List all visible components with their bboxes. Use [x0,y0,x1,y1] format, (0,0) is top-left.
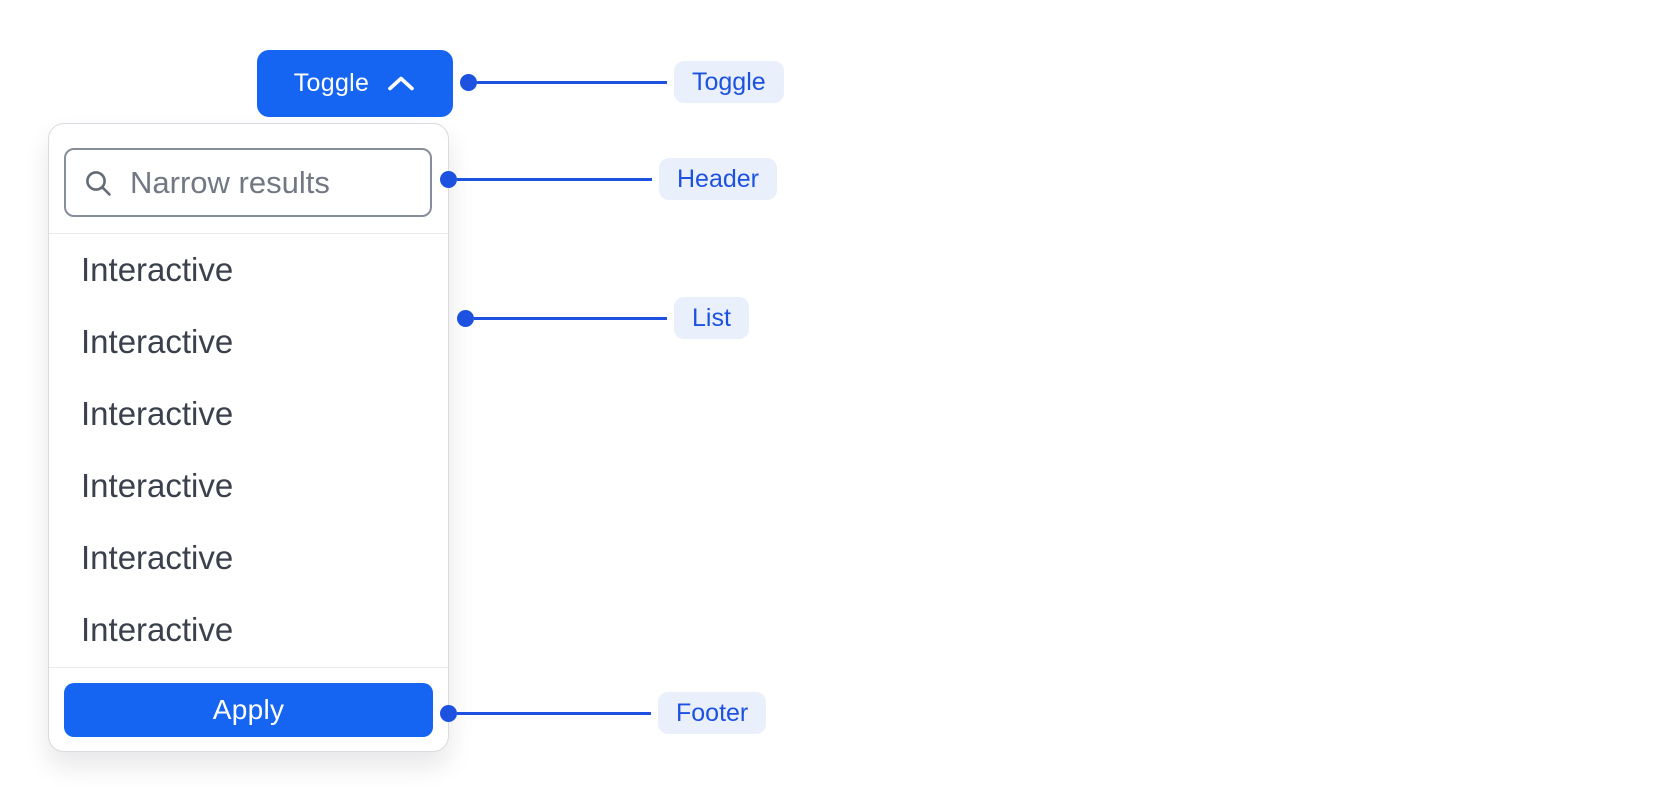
list-item[interactable]: Interactive [81,539,234,576]
search-box[interactable] [64,148,432,217]
list-item[interactable]: Interactive [81,467,234,504]
list-item[interactable]: Interactive [81,323,234,360]
chevron-up-icon [388,76,415,91]
annotation-header: Header [440,158,777,200]
list-item[interactable]: Interactive [81,251,234,288]
annotation-dot [440,704,457,722]
apply-button[interactable]: Apply [64,683,433,737]
annotation-dot [457,309,474,327]
toggle-button-label: Toggle [293,69,370,97]
list-item[interactable]: Interactive [81,611,234,648]
annotation-line [457,177,652,181]
annotation-footer: Footer [440,692,767,734]
annotation-line [457,711,651,715]
dropdown-panel: Interactive Interactive Interactive Inte… [48,123,449,752]
list-item[interactable]: Interactive [81,395,234,432]
annotation-label-footer: Footer [658,692,767,734]
annotation-label-list: List [674,297,749,339]
dropdown-footer: Apply [49,667,448,751]
annotation-line [477,80,667,84]
annotation-label-toggle: Toggle [674,61,784,103]
toggle-button[interactable]: Toggle [257,50,453,117]
dropdown-list: Interactive Interactive Interactive Inte… [49,234,448,666]
annotation-dot [460,73,477,91]
annotation-toggle: Toggle [460,61,784,103]
annotation-line [474,316,667,320]
annotation-dot [440,170,457,188]
annotation-list: List [457,297,749,339]
annotation-label-header: Header [659,158,777,200]
search-input[interactable] [64,148,432,217]
dropdown-header [49,124,448,234]
